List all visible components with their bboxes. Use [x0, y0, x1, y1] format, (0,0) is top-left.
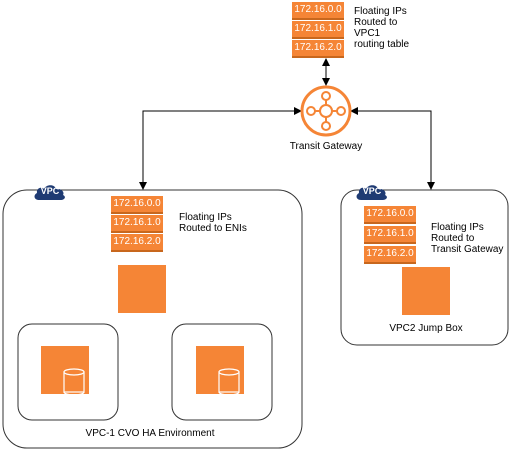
vpc2-ip-0: 172.16.0.0 — [364, 206, 416, 224]
vpc1-caption: VPC-1 CVO HA Environment — [85, 428, 215, 439]
top-note-line-2: VPC1 — [354, 28, 381, 39]
top-ip-2: 172.16.2.0 — [292, 40, 344, 58]
vpc1-instance-icon — [118, 265, 166, 313]
top-note-line-1: Routed to — [354, 17, 398, 28]
vpc1-node-a-box — [17, 323, 119, 421]
vpc1-note-line-0: Floating IPs — [179, 212, 232, 223]
vpc2-ip-1: 172.16.1.0 — [364, 226, 416, 244]
transit-gateway-label: Transit Gateway — [289, 141, 363, 152]
top-note-line-0: Floating IPs — [354, 6, 407, 17]
gateway-to-vpc2-arrow — [350, 107, 435, 190]
vpc2-caption: VPC2 Jump Box — [389, 323, 463, 334]
vpc1-node-b-storage-icon — [196, 346, 244, 396]
vpc2-cloud-icon — [356, 185, 387, 200]
vpc1-cloud-icon — [34, 185, 65, 200]
vpc2-route-note: Floating IPs Routed to Transit Gateway — [431, 222, 503, 255]
top-route-note: Floating IPs Routed to VPC1 routing tabl… — [354, 6, 409, 50]
vpc2-ip-2: 172.16.2.0 — [364, 246, 416, 264]
vpc1-container — [2, 189, 303, 449]
vpc1-ip-1: 172.16.1.0 — [111, 215, 163, 233]
vpc1-ip-0: 172.16.0.0 — [111, 196, 163, 214]
vpc1-badge-text: VPC — [40, 186, 60, 196]
gateway-to-vpc1-arrow — [139, 107, 302, 190]
vpc1-node-b-box — [171, 323, 273, 421]
vpc2-badge-text: VPC — [362, 186, 382, 196]
vpc2-note-line-1: Routed to — [431, 233, 475, 244]
vpc1-note-line-1: Routed to ENIs — [179, 223, 247, 234]
vpc1-badge: VPC — [33, 183, 67, 201]
vpc2-badge: VPC — [355, 183, 389, 201]
top-note-line-3: routing table — [354, 39, 410, 50]
vpc1-route-note: Floating IPs Routed to ENIs — [179, 212, 247, 234]
vpc1-ip-2: 172.16.2.0 — [111, 234, 163, 252]
vpc2-jump-box-icon — [402, 267, 450, 315]
transit-gateway-icon — [300, 85, 352, 137]
vpc1-node-a-storage-icon — [41, 346, 89, 396]
vpc2-note-line-0: Floating IPs — [431, 222, 484, 233]
vpc2-note-line-2: Transit Gateway — [431, 244, 504, 255]
top-ip-1: 172.16.1.0 — [292, 21, 344, 39]
vpc2-container — [340, 189, 509, 346]
top-ip-0: 172.16.0.0 — [292, 2, 344, 20]
